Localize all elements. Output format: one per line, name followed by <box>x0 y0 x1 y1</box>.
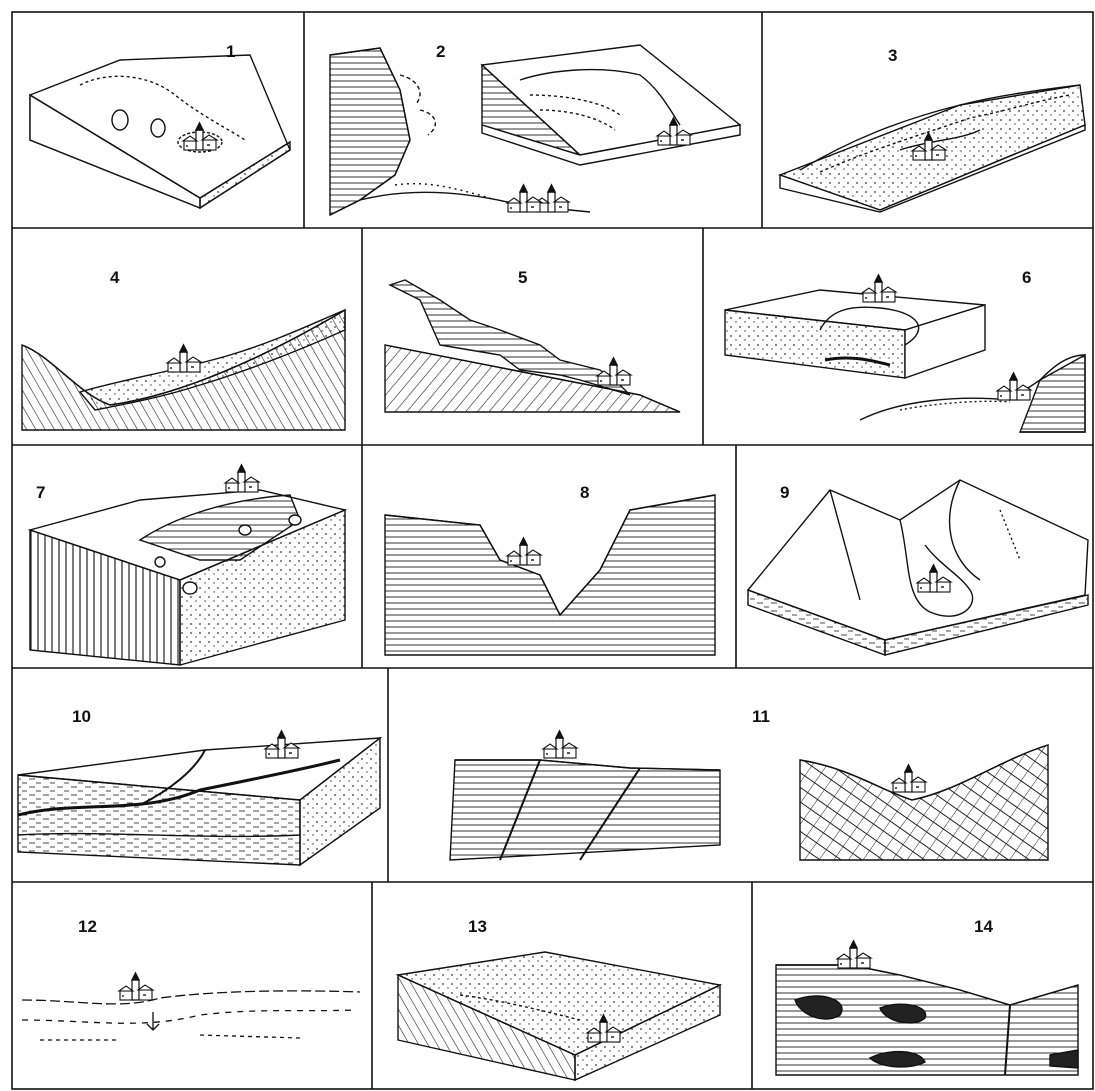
panel-9-number: 9 <box>780 483 789 502</box>
panel-13-block-diagram <box>398 952 720 1080</box>
panel-5-number: 5 <box>518 268 527 287</box>
panel-13-number: 13 <box>468 917 487 936</box>
panel-3-number: 3 <box>888 46 897 65</box>
panel-9-block-diagram <box>748 480 1088 655</box>
panel-7-block-diagram <box>30 465 345 665</box>
panel-4-number: 4 <box>110 268 120 287</box>
panel-5-cliff-section <box>385 280 680 412</box>
panel-14-karst-section <box>776 941 1078 1075</box>
panel-10-block-diagram <box>18 731 380 865</box>
panel-3-block-diagram <box>780 85 1085 212</box>
panel-2-rockfall-diagrams <box>330 45 740 215</box>
panel-1-number: 1 <box>226 42 235 61</box>
panel-1-block-diagram <box>30 55 290 208</box>
panel-12-number: 12 <box>78 917 97 936</box>
panel-4-valley-section <box>22 310 345 430</box>
panel-8-valley-section <box>385 495 715 655</box>
panel-7-number: 7 <box>36 483 45 502</box>
panel-6-number: 6 <box>1022 268 1031 287</box>
panel-6-block-and-section <box>725 275 1085 432</box>
panel-2-number: 2 <box>436 42 445 61</box>
panel-10-number: 10 <box>72 707 91 726</box>
panel-14-number: 14 <box>974 917 993 936</box>
panel-11-number: 11 <box>752 707 770 726</box>
panel-8-number: 8 <box>580 483 589 502</box>
panel-11-sections <box>450 731 1048 860</box>
panel-12-section <box>22 973 360 1040</box>
